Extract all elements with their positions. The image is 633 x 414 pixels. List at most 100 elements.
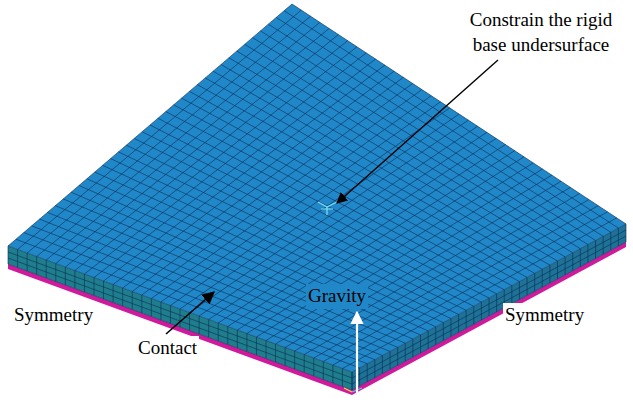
mesh-line [237, 151, 514, 330]
mesh-line [229, 58, 565, 257]
mesh-line [473, 306, 474, 324]
annotation-label: Symmetry [503, 303, 586, 328]
annotation-label: Contact [136, 336, 199, 361]
mesh-line [237, 330, 238, 348]
mesh-line [170, 306, 171, 324]
mesh-line [342, 218, 616, 369]
mesh-line [189, 313, 190, 331]
mesh-line [435, 327, 436, 345]
mesh-line [367, 364, 368, 382]
mesh-line [519, 282, 520, 300]
mesh-line [595, 240, 596, 258]
mesh-line [304, 355, 305, 373]
leader-arrow [166, 292, 214, 334]
mesh-line [46, 260, 47, 278]
mesh-line [489, 298, 490, 316]
mesh-line [511, 286, 512, 304]
mesh-line [208, 320, 209, 338]
mesh-line [314, 200, 589, 358]
mesh-line [610, 232, 611, 250]
meshed-plate [8, 4, 626, 395]
mesh-line [180, 114, 459, 309]
mesh-line [332, 365, 333, 383]
mesh-line [352, 224, 626, 372]
mesh-line [565, 257, 566, 275]
mesh-line [527, 277, 528, 295]
mesh-line [458, 314, 459, 332]
mesh-line [534, 273, 535, 291]
mesh-line [182, 98, 520, 281]
mesh-line [141, 295, 142, 313]
mesh-line [626, 224, 627, 242]
mesh-line [443, 323, 444, 341]
mesh-line [466, 310, 467, 328]
leader-arrow [337, 60, 498, 203]
mesh-line [352, 372, 353, 390]
mesh-line [8, 252, 352, 378]
mesh-line [221, 65, 558, 262]
mesh-line [245, 44, 581, 248]
mesh-line [557, 261, 558, 279]
mesh-line [166, 112, 504, 290]
mesh-line [84, 274, 85, 292]
mesh-line [132, 292, 133, 310]
mesh-line [266, 341, 267, 359]
mesh-line [397, 347, 398, 365]
mesh-line [542, 269, 543, 287]
constraint-symbol [318, 202, 337, 215]
mesh-line [323, 362, 324, 380]
mesh-line [352, 242, 626, 390]
mesh-line [17, 250, 18, 268]
mesh-line [65, 267, 66, 285]
mesh-line [228, 145, 506, 327]
mesh-line [256, 337, 257, 355]
mesh-line [8, 246, 9, 264]
mesh-line [481, 302, 482, 320]
mesh-line [450, 319, 451, 337]
plate-top [8, 4, 626, 372]
mesh-line [246, 334, 247, 352]
mesh-line [374, 360, 375, 378]
mesh-line [237, 51, 573, 253]
mesh-line [580, 249, 581, 267]
mesh-line [113, 285, 114, 303]
mesh-line [382, 356, 383, 374]
mesh-line [313, 358, 314, 376]
mesh-line [209, 132, 487, 319]
mesh-line [333, 212, 608, 365]
mesh-line [180, 309, 181, 327]
mesh-line [160, 302, 161, 320]
mesh-line [260, 31, 595, 241]
mesh-line [390, 351, 391, 369]
mesh-line [352, 236, 626, 384]
mesh-line [359, 368, 360, 386]
mesh-line [205, 78, 542, 269]
mesh-line [253, 38, 588, 245]
mesh-line [603, 236, 604, 254]
mesh-line [36, 257, 37, 275]
mesh-line [213, 71, 550, 265]
mesh-line [218, 138, 496, 323]
mesh-line [27, 253, 28, 271]
mesh-line [352, 230, 626, 378]
mesh-line [496, 294, 497, 312]
mesh-line [405, 343, 406, 361]
mesh-line [428, 331, 429, 349]
mesh-line [412, 339, 413, 357]
mesh-line [199, 316, 200, 334]
axis-triad [344, 388, 362, 392]
annotation-label: Gravity [306, 284, 368, 309]
mesh-line [74, 271, 75, 289]
mesh-line [352, 372, 353, 390]
mesh-line [94, 278, 95, 296]
mesh-line [103, 281, 104, 299]
mesh-line [549, 265, 550, 283]
mesh-line [55, 264, 56, 282]
mesh-line [342, 369, 343, 387]
mesh-line [266, 169, 543, 341]
gravity-arrow [356, 312, 358, 394]
mesh-line [122, 288, 123, 306]
mesh-line [256, 163, 533, 337]
